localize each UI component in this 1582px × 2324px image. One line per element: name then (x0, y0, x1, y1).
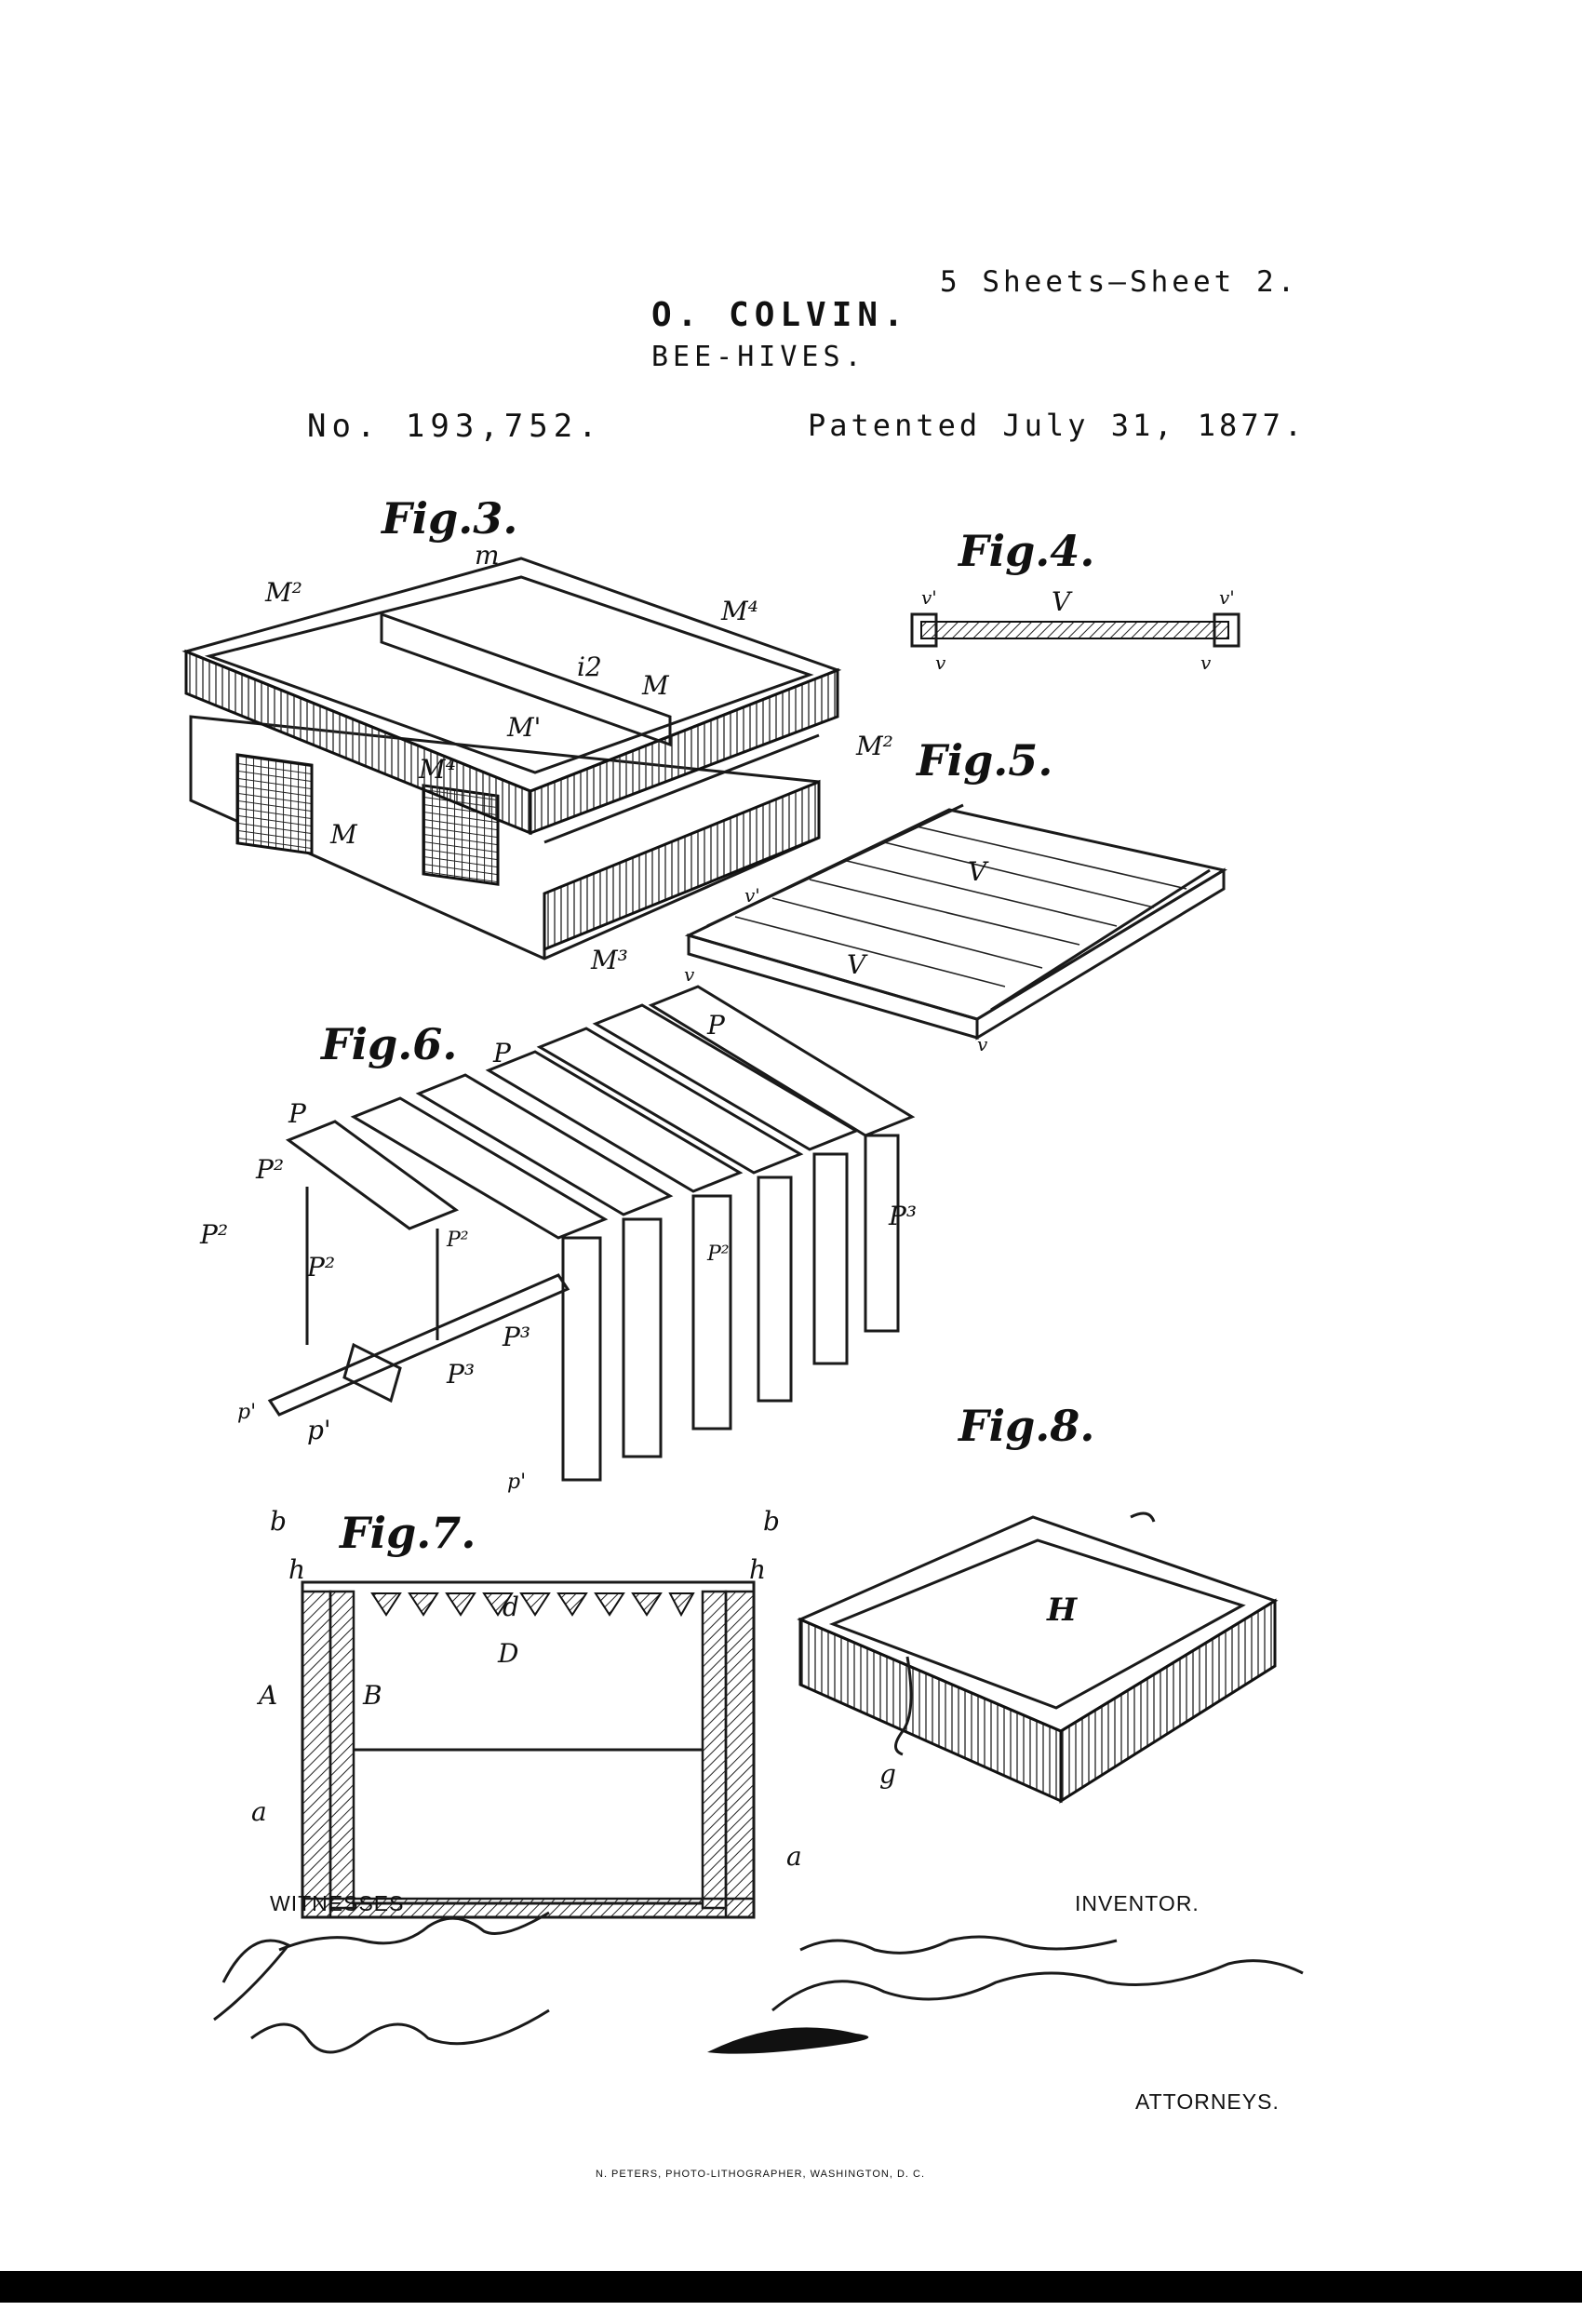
fig6-part-label: P³ (447, 1359, 476, 1390)
inventor-name: O. COLVIN. (651, 296, 909, 334)
fig6-label: Fig.6. (321, 1019, 458, 1069)
fig6-part-label: P² (307, 1252, 336, 1283)
fig7-part-label: D (498, 1638, 519, 1669)
fig6-part-label: P² (256, 1154, 285, 1185)
fig3-part-label: i2 (577, 652, 602, 682)
fig3-part-label: M (642, 670, 669, 701)
fig4-part-label: v (935, 652, 946, 674)
fig6-part-label: p' (507, 1471, 527, 1494)
fig7-part-label: a (786, 1841, 802, 1872)
fig4-part-label: V (1052, 586, 1071, 617)
fig8-part-label: g (879, 1759, 896, 1790)
fig5-part-label: V (968, 856, 987, 887)
fig8-label: Fig.8. (959, 1401, 1095, 1451)
fig3-part-label: m (475, 540, 500, 571)
fig6-part-label: p' (307, 1415, 331, 1445)
fig5-part-label: v (684, 963, 695, 986)
sheet-count: 5 Sheets—Sheet 2. (940, 265, 1299, 299)
fig5-part-label: V (847, 949, 866, 980)
fig7-part-label: b (270, 1506, 287, 1537)
fig4-drawing (910, 612, 1240, 648)
fig4-label: Fig.4. (959, 526, 1095, 576)
fig3-part-label: M⁴ (419, 754, 456, 785)
fig3-part-label: M⁴ (721, 596, 758, 626)
witnesses-label: WITNESSES (270, 1891, 405, 1915)
fig8-part-label: H (1047, 1592, 1078, 1629)
fig7-part-label: h (288, 1554, 306, 1585)
fig7-part-label: a (251, 1796, 267, 1827)
handwritten-signatures (213, 1911, 1304, 2054)
fig5-part-label: v (977, 1033, 988, 1055)
fig3-part-label: M' (507, 712, 542, 743)
fig4-part-label: v (1200, 652, 1212, 674)
fig3-part-label: M² (265, 577, 302, 608)
fig3-label: Fig.3. (382, 493, 518, 544)
fig7-part-label: h (749, 1554, 767, 1585)
fig7-label: Fig.7. (340, 1508, 476, 1558)
attorney-label: ATTORNEYS. (1135, 2089, 1280, 2114)
fig7-part-label: A (259, 1680, 278, 1711)
fig6-part-label: P³ (503, 1322, 531, 1352)
fig7-part-label: B (363, 1680, 382, 1711)
fig6-part-label: P (707, 1010, 725, 1041)
patent-title: BEE-HIVES. (651, 341, 866, 373)
fig7-part-label: b (763, 1506, 780, 1537)
patent-number: No. 193,752. (307, 408, 603, 445)
fig6-part-label: P (493, 1038, 511, 1068)
patent-date: Patented July 31, 1877. (808, 408, 1307, 443)
fig4-part-label: v' (921, 586, 937, 609)
fig6-part-label: P³ (889, 1201, 918, 1231)
fig3-drawing (181, 557, 842, 960)
fig4-part-label: v' (1219, 586, 1235, 609)
fig6-part-label: P² (447, 1229, 469, 1252)
fig3-part-label: M² (856, 731, 893, 761)
fig6-part-label: P (288, 1098, 306, 1129)
fig8-drawing (797, 1511, 1279, 1804)
scan-edge-bar (0, 2271, 1582, 2303)
fig6-drawing (267, 985, 916, 1482)
fig5-part-label: v' (744, 884, 760, 907)
fig6-part-label: p' (237, 1401, 257, 1424)
fig7-part-label: d (503, 1592, 519, 1622)
inventor-label: INVENTOR. (1075, 1891, 1200, 1915)
printer-credit: N. PETERS, PHOTO-LITHOGRAPHER, WASHINGTO… (596, 2169, 925, 2180)
fig5-drawing (684, 803, 1227, 1041)
fig7-drawing (301, 1580, 756, 1919)
fig6-part-label: P² (200, 1219, 229, 1250)
fig6-part-label: P² (707, 1243, 730, 1266)
fig3-part-label: M (330, 819, 357, 850)
fig3-part-label: M³ (591, 945, 628, 975)
fig5-label: Fig.5. (917, 735, 1053, 786)
